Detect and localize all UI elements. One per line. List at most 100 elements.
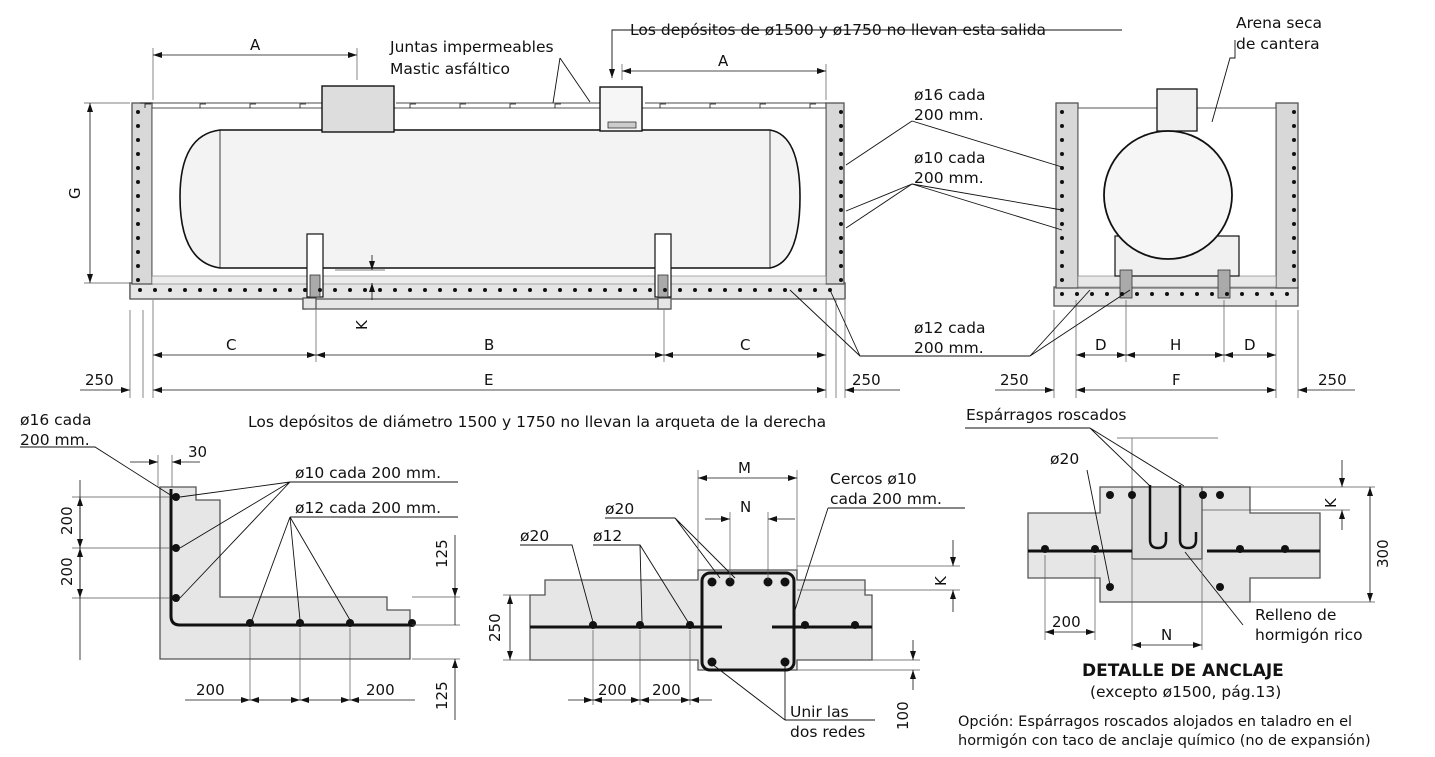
- rebar-dot: [783, 288, 787, 292]
- rebar-dot: [1135, 292, 1139, 296]
- rebar-dot: [1292, 110, 1296, 114]
- rebar-dot: [213, 288, 217, 292]
- rebar-dot: [738, 288, 742, 292]
- rebar-dot: [839, 138, 843, 142]
- dim-30: 30: [188, 443, 207, 461]
- rebar-dot: [1060, 250, 1064, 254]
- rebar-dot: [468, 288, 472, 292]
- rebar-16-label-1: ø16 cada: [914, 86, 986, 104]
- rebar-dot: [1180, 292, 1184, 296]
- channel-section-detail: [503, 470, 965, 721]
- rebar-dot: [1060, 264, 1064, 268]
- rebar-dot: [273, 288, 277, 292]
- rebar-10-label-1: ø10 cada: [914, 149, 986, 167]
- rebar-dot: [528, 288, 532, 292]
- rebar-dot: [136, 124, 140, 128]
- anchor-detail-title: DETALLE DE ANCLAJE: [1082, 661, 1284, 681]
- rebar-dot: [1292, 138, 1296, 142]
- rebar-dot: [168, 288, 172, 292]
- mid-rebar-20-label-b: ø20: [520, 527, 549, 545]
- rebar-dot: [408, 288, 412, 292]
- dim-n-anchor: N: [1161, 626, 1172, 644]
- rebar-dot: [753, 288, 757, 292]
- rebar-dot: [543, 288, 547, 292]
- rebar-dot: [136, 138, 140, 142]
- rebar-dot: [573, 288, 577, 292]
- fill-label-1: Relleno de: [1255, 606, 1336, 624]
- rebar-dot: [813, 288, 817, 292]
- dim-c-left: C: [226, 336, 236, 354]
- rebar-dot: [363, 288, 367, 292]
- rebar-dot: [198, 288, 202, 292]
- rebar-dot: [1195, 292, 1199, 296]
- rebar-dot: [1292, 278, 1296, 282]
- dim-e: E: [484, 371, 493, 389]
- rebar-12-label-1: ø12 cada: [914, 319, 986, 337]
- anchor-detail-subtitle: (excepto ø1500, pág.13): [1090, 683, 1281, 701]
- rebar-dot: [1060, 138, 1064, 142]
- anchor-option-line-1: Opción: Espárragos roscados alojados en …: [958, 714, 1352, 730]
- arqueta-note: Los depósitos de diámetro 1500 y 1750 no…: [248, 413, 826, 431]
- rebar-dot: [393, 288, 397, 292]
- rebar-dot: [1060, 124, 1064, 128]
- rebar-dot: [1060, 110, 1064, 114]
- rebar-dot: [1292, 236, 1296, 240]
- rebar-dot: [258, 288, 262, 292]
- rebar-dot: [1292, 166, 1296, 170]
- dim-250-cross-right: 250: [1318, 371, 1347, 389]
- stirrups-label-1: Cercos ø10: [830, 470, 917, 488]
- rebar-dot: [378, 288, 382, 292]
- dim-k-mid: K: [932, 575, 950, 586]
- dim-m: M: [738, 459, 751, 477]
- rebar-dot: [839, 194, 843, 198]
- dim-250-mid-section: 250: [486, 613, 504, 642]
- rebar-dot: [153, 288, 157, 292]
- rebar-dot: [228, 288, 232, 292]
- rebar-dot: [136, 250, 140, 254]
- dim-250-cross-left: 250: [1000, 371, 1029, 389]
- wall-rebar-12-label: ø12 cada 200 mm.: [295, 499, 441, 517]
- rebar-dot: [678, 288, 682, 292]
- rebar-dot: [136, 264, 140, 268]
- rebar-dot: [1060, 194, 1064, 198]
- rebar-dot: [839, 180, 843, 184]
- stirrups-label-2: cada 200 mm.: [830, 490, 942, 508]
- dim-a-right: A: [718, 52, 729, 70]
- rebar-dot: [798, 288, 802, 292]
- studs-label: Espárragos roscados: [966, 406, 1127, 424]
- rebar-dot: [1060, 222, 1064, 226]
- wall-rebar-16-label-2: 200 mm.: [20, 431, 90, 449]
- rebar-dot: [1060, 180, 1064, 184]
- rebar-dot: [768, 288, 772, 292]
- dimensions-top: [80, 48, 1355, 398]
- dim-f: F: [1172, 371, 1181, 389]
- rebar-dot: [183, 288, 187, 292]
- dim-200-wall-lower: 200: [58, 557, 76, 586]
- joints-label-2: Mastic asfáltico: [390, 60, 510, 78]
- sand-label-1: Arena seca: [1236, 14, 1322, 32]
- rebar-dot: [1060, 278, 1064, 282]
- dim-200-wall-base-right: 200: [366, 681, 395, 699]
- rebar-dot: [648, 288, 652, 292]
- rebar-dot: [1292, 180, 1296, 184]
- rebar-dot: [318, 288, 322, 292]
- wall-rebar-16-label-1: ø16 cada: [20, 411, 92, 429]
- rebar-dot: [136, 208, 140, 212]
- rebar-dot: [839, 110, 843, 114]
- dim-h: H: [1170, 336, 1181, 354]
- dim-200-wall-upper: 200: [58, 506, 76, 535]
- dim-200-mid-left: 200: [598, 681, 627, 699]
- rebar-dot: [136, 278, 140, 282]
- rebar-dot: [136, 152, 140, 156]
- rebar-dot: [1255, 292, 1259, 296]
- rebar-dot: [633, 288, 637, 292]
- dim-k-top: K: [353, 319, 371, 330]
- dim-100: 100: [894, 701, 912, 730]
- rebar-dot: [1150, 292, 1154, 296]
- rebar-dot: [136, 110, 140, 114]
- rebar-dot: [498, 288, 502, 292]
- sand-label-2: de cantera: [1236, 35, 1320, 53]
- dim-250-mid: 250: [852, 371, 881, 389]
- rebar-16-label-2: 200 mm.: [914, 106, 984, 124]
- rebar-dot: [1225, 292, 1229, 296]
